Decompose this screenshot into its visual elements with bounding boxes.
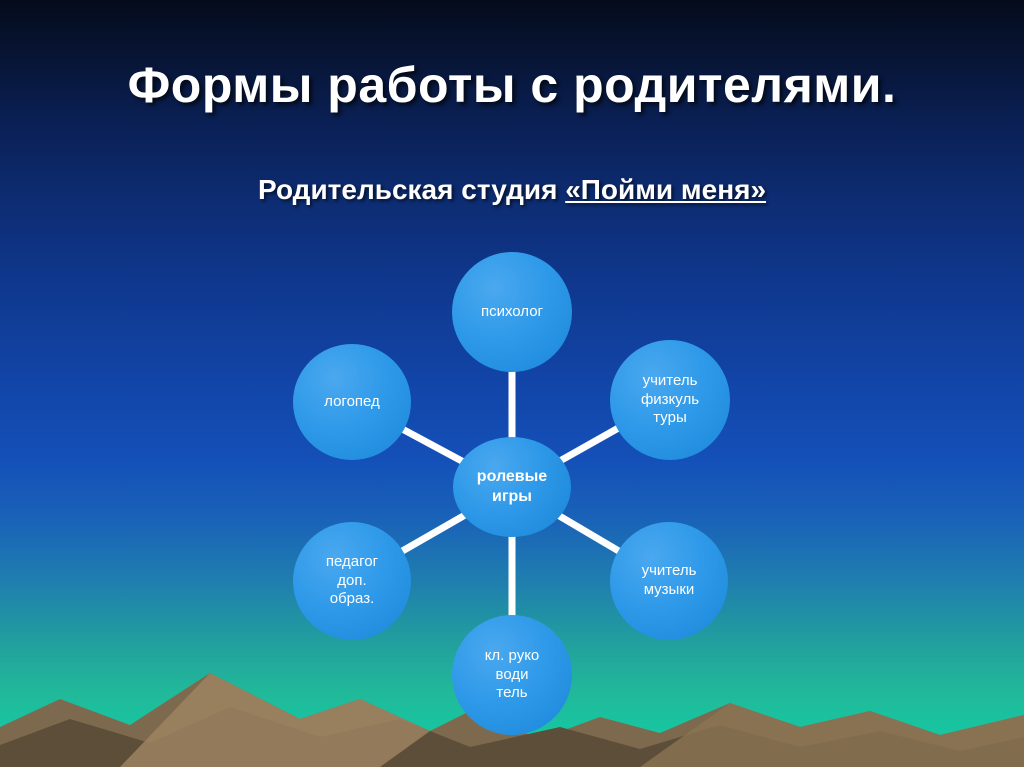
- klassnyy-rukovoditel-label-line1: кл. руко: [484, 646, 540, 664]
- diagram-node-center[interactable]: ролевые игры: [453, 437, 571, 537]
- klassnyy-rukovoditel-label-line3: тель: [496, 684, 528, 702]
- pedagog-dop-obraz-label-line1: педагог: [325, 552, 379, 570]
- diagram-node-logoped[interactable]: логопед: [293, 344, 411, 460]
- diagram-node-pedagog-dop-obraz[interactable]: педагог доп. образ.: [293, 522, 411, 640]
- diagram-node-uchitel-muzyki[interactable]: учитель музыки: [610, 522, 728, 640]
- uchitel-fizkultury-label-line2: физкуль: [640, 390, 700, 408]
- klassnyy-rukovoditel-label-line2: води: [495, 665, 529, 683]
- uchitel-fizkultury-label-line3: туры: [653, 409, 687, 427]
- uchitel-fizkultury-label-line1: учитель: [642, 371, 698, 389]
- mountain-silhouette: [0, 673, 1024, 767]
- slide-subtitle: Родительская студия «Пойми меня»: [0, 174, 1024, 206]
- subtitle-quoted: «Пойми меня»: [565, 174, 767, 205]
- subtitle-prefix: Родительская студия: [257, 174, 566, 205]
- pedagog-dop-obraz-label-line3: образ.: [329, 590, 375, 608]
- diagram-node-klassnyy-rukovoditel[interactable]: кл. руко води тель: [452, 615, 572, 735]
- pedagog-dop-obraz-label-line2: доп.: [337, 571, 367, 589]
- psycholog-label-line1: психолог: [480, 302, 544, 320]
- diagram-node-uchitel-fizkultury[interactable]: учитель физкуль туры: [610, 340, 730, 460]
- uchitel-muzyki-label-line2: музыки: [643, 581, 695, 598]
- diagram-node-psycholog[interactable]: психолог: [452, 252, 572, 372]
- center-label-line1: ролевые: [476, 468, 548, 485]
- logoped-label-line1: логопед: [324, 392, 380, 410]
- uchitel-muzyki-label-line1: учитель: [641, 562, 697, 580]
- slide-title: Формы работы с родителями.: [127, 57, 897, 113]
- center-label-line2: игры: [492, 488, 532, 505]
